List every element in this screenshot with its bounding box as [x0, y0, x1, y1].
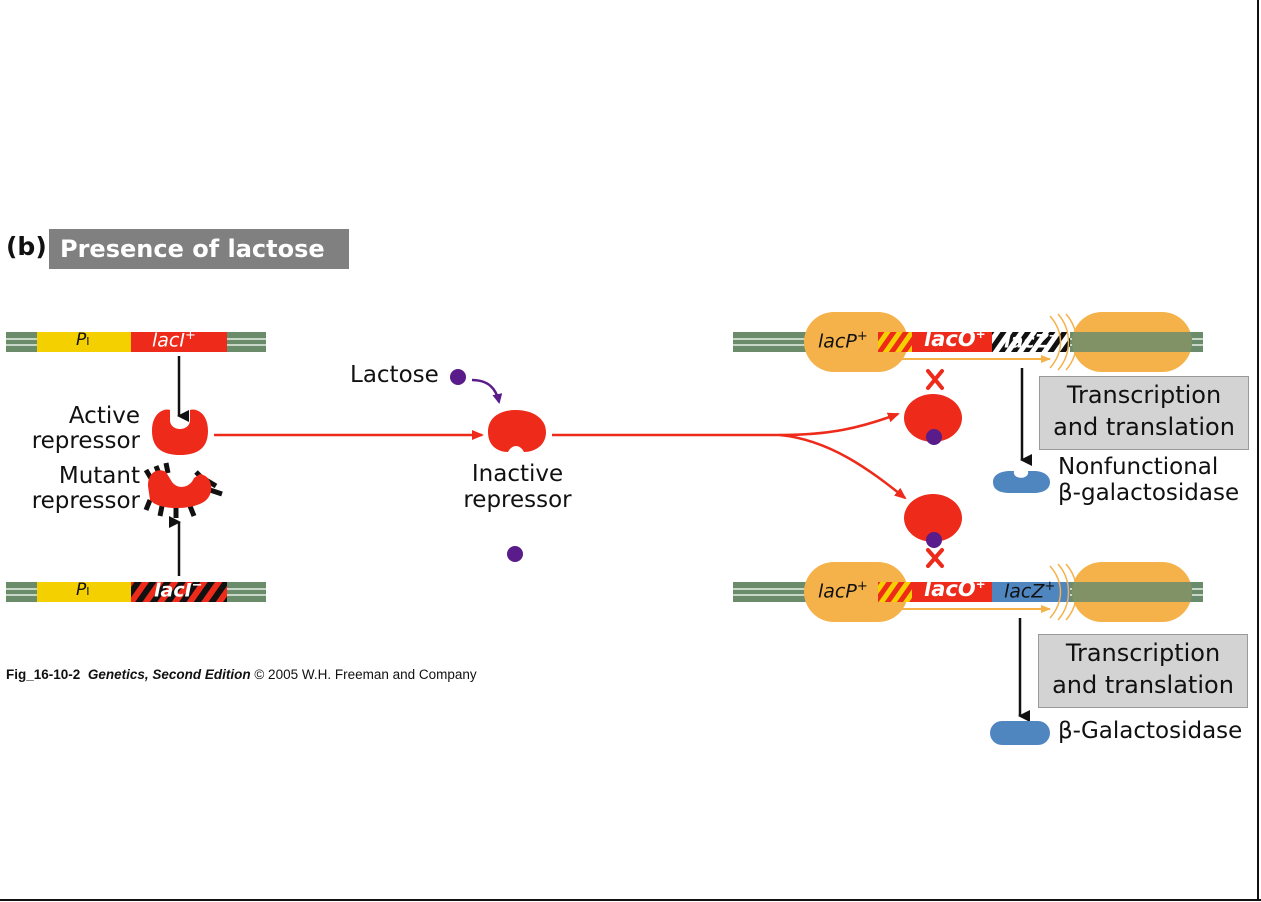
lactose-molecule-free [507, 546, 523, 562]
panel-title: Presence of lactose [49, 229, 349, 269]
laci-minus-gene [6, 582, 266, 602]
laci-region [131, 332, 227, 352]
lactose-label: Lactose [350, 362, 439, 388]
operon-top [733, 312, 1203, 372]
panel-letter: (b) [6, 232, 47, 261]
arrow-branch-up [779, 412, 900, 437]
beta-galactosidase-label: β-Galactosidase [1058, 718, 1243, 744]
operon-bottom [733, 562, 1203, 622]
lacz-mutant-region [992, 332, 1070, 352]
nonfunctional-enzyme-icon [993, 471, 1050, 493]
promoter-region-2 [37, 582, 131, 602]
lacz-label-bottom: lacZ+ [1004, 579, 1056, 603]
laci-plus-label: lacI+ [152, 328, 196, 352]
laci-plus-gene [6, 332, 266, 352]
laco-region [912, 332, 992, 352]
lacp-label-top: lacP+ [818, 329, 868, 353]
beta-galactosidase-icon [990, 721, 1050, 745]
mutant-repressor-shape [143, 462, 223, 518]
inactive-repressor-bottom [904, 494, 962, 548]
laco-label-bottom: lacO+ [924, 577, 986, 601]
laci-minus-label: lacI− [154, 578, 203, 602]
promoter-label-2: PI [76, 580, 90, 600]
lactose-binding-arrow [471, 378, 503, 404]
lactose-molecule [450, 369, 466, 385]
inactive-repressor-shape [488, 410, 546, 452]
laco-region-2 [912, 582, 992, 602]
active-repressor-shape [152, 409, 208, 455]
rna-polymerase-start [804, 312, 908, 372]
lacp-label-bottom: lacP+ [818, 579, 868, 603]
arrow-branch-down [779, 433, 907, 500]
laco-label-top: lacO+ [924, 327, 986, 351]
no-binding-mark-bottom [926, 548, 944, 568]
figure-caption: Fig_16-10-2 Genetics, Second Edition © 2… [6, 667, 477, 682]
laci-mutant-region [131, 582, 227, 602]
rna-polymerase-start-2 [804, 562, 908, 622]
inactive-repressor-top [904, 394, 962, 445]
no-binding-mark-top [926, 369, 944, 390]
promoter-label: PI [76, 330, 90, 350]
promoter-region [37, 332, 131, 352]
lacz-region [992, 582, 1070, 602]
lacz-label-top: lacZ− [1004, 329, 1060, 353]
